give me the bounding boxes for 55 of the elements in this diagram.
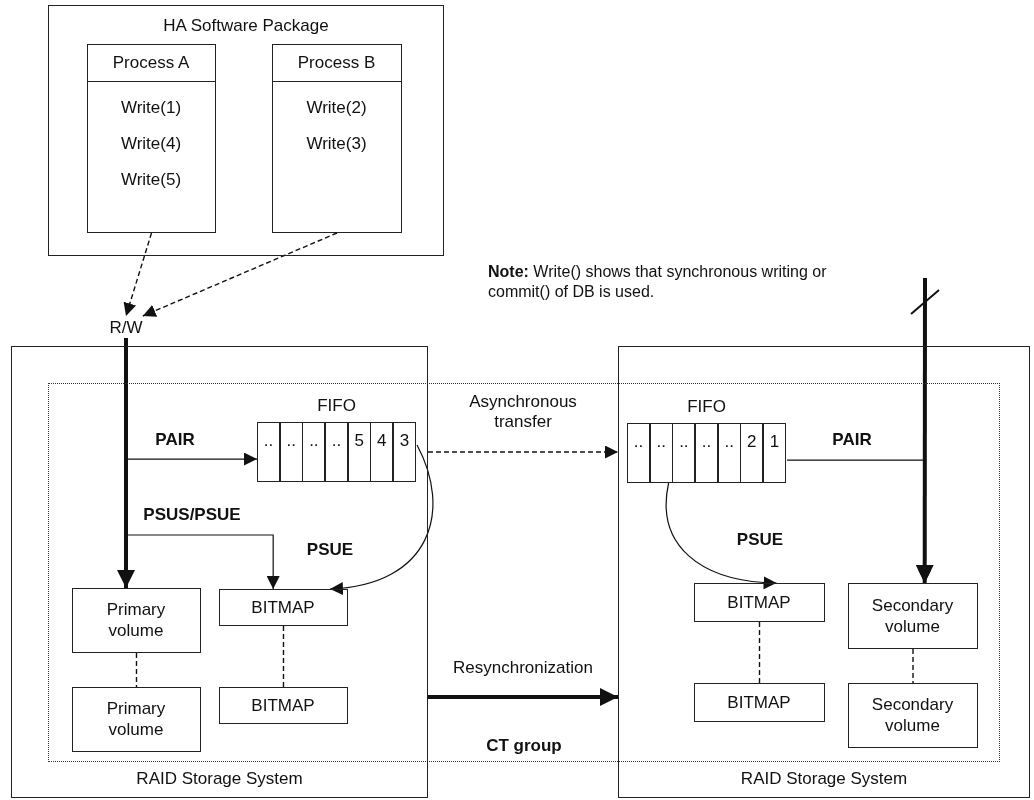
process-step: Write(3) — [306, 133, 367, 154]
queue-cell: .. — [256, 421, 281, 482]
queue-cell: 5 — [347, 421, 372, 482]
connector-line — [282, 625, 285, 688]
box-title: HA Software Package — [163, 16, 329, 36]
arrow — [142, 232, 338, 317]
process-title: Process A — [87, 44, 215, 82]
volume-box: Secondary volume — [847, 682, 978, 748]
queue-cell: .. — [324, 421, 349, 482]
arrow — [915, 278, 934, 583]
arrow — [123, 232, 153, 317]
arrow — [329, 444, 434, 595]
queue-cell: .. — [671, 422, 696, 483]
volume-box: Secondary volume — [847, 582, 978, 649]
queue-label: FIFO — [317, 395, 356, 417]
queue-cell: .. — [301, 421, 326, 482]
note-text: Note: Write() shows that synchronous writing or commit() of DB is used. — [488, 262, 828, 302]
process-step: Write(2) — [306, 97, 367, 118]
storage-system-box — [11, 346, 428, 798]
bitmap-box: BITMAP — [218, 686, 348, 724]
arrow — [117, 338, 135, 588]
queue-cell: 3 — [392, 421, 417, 482]
connector-line — [135, 652, 138, 688]
process-box — [271, 43, 402, 233]
group-label: CT group — [485, 736, 563, 756]
volume-box: Primary volume — [71, 686, 201, 752]
queue-cell: .. — [626, 422, 651, 483]
box-title: RAID Storage System — [136, 769, 303, 789]
queue-cell: .. — [279, 421, 304, 482]
volume-box: Primary volume — [71, 587, 201, 653]
package-box — [48, 5, 444, 256]
edge-label: Resynchronization — [451, 658, 595, 678]
storage-system-box — [618, 346, 1030, 798]
connector-line — [758, 621, 761, 684]
bitmap-box: BITMAP — [693, 682, 825, 722]
queue-cell: .. — [694, 422, 719, 483]
bitmap-box: BITMAP — [693, 582, 825, 622]
queue-cell: .. — [649, 422, 674, 483]
process-step: Write(5) — [120, 169, 182, 190]
box-title: RAID Storage System — [740, 769, 908, 789]
connector-line — [912, 648, 914, 684]
arrow — [428, 688, 618, 706]
queue-cell: .. — [717, 422, 742, 483]
arrow — [665, 482, 778, 589]
process-box — [86, 43, 216, 233]
process-title: Process B — [272, 44, 401, 82]
process-step: Write(4) — [120, 133, 182, 154]
port-label: R/W — [105, 316, 147, 338]
queue-cell: 1 — [762, 422, 787, 483]
bitmap-box: BITMAP — [218, 588, 348, 626]
queue-label: FIFO — [687, 396, 726, 418]
queue-cell: 2 — [739, 422, 764, 483]
arrow — [427, 445, 619, 459]
process-step: Write(1) — [120, 97, 182, 118]
queue-cell: 4 — [369, 421, 394, 482]
